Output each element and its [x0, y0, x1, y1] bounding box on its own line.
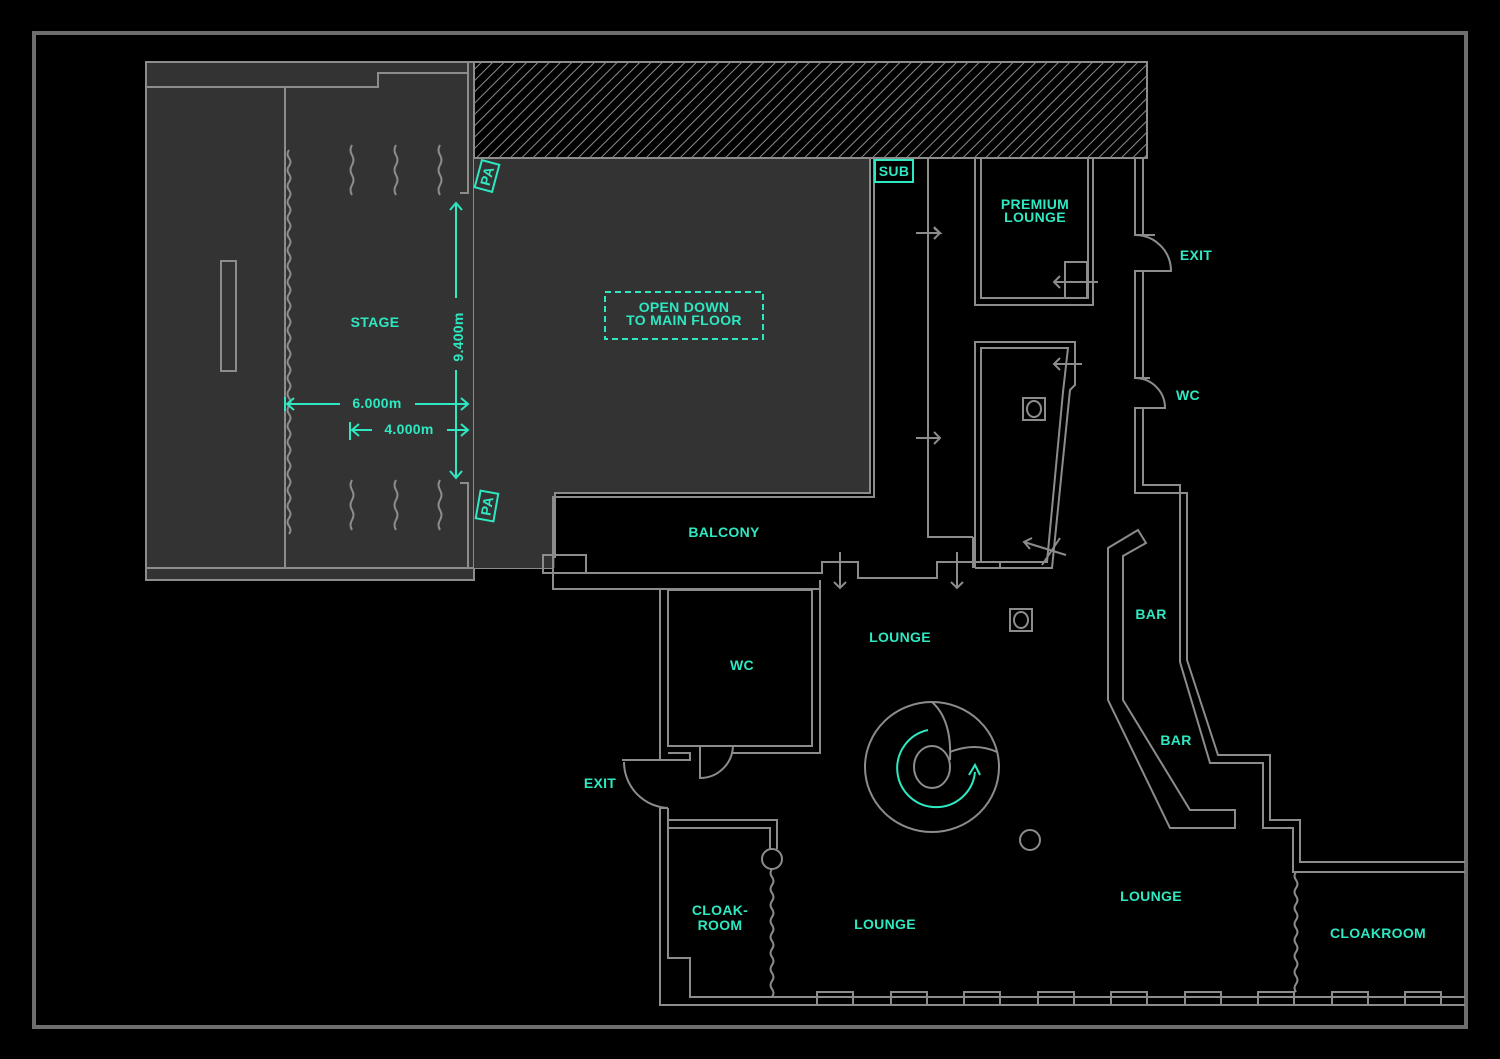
spiral-staircase — [864, 701, 1000, 833]
hatched-void — [473, 61, 1148, 159]
svg-text:PA: PA — [477, 165, 497, 188]
cloakroom-left-line2: ROOM — [698, 917, 743, 933]
lower-walls — [622, 580, 1465, 1006]
balcony-label: BALCONY — [688, 524, 760, 540]
lounge-bottom-right-label: LOUNGE — [1120, 888, 1182, 904]
pa-speaker-bottom: PA — [474, 489, 500, 523]
wc-right-label: WC — [1176, 387, 1200, 403]
cloakroom-right-label: CLOAKROOM — [1330, 925, 1426, 941]
dim-height-label: 9.400m — [450, 312, 466, 361]
stage-area — [145, 61, 553, 581]
svg-text:PA: PA — [477, 495, 496, 517]
premium-lounge-line1: PREMIUM — [1001, 196, 1069, 212]
dim-width-4-label: 4.000m — [384, 421, 433, 437]
dim-width-6-label: 6.000m — [352, 395, 401, 411]
bar-counter — [1107, 528, 1236, 829]
sub-speaker: SUB — [874, 159, 914, 183]
cloakroom-left-line1: CLOAK- — [692, 902, 748, 918]
pa-speaker-top: PA — [473, 158, 501, 194]
lounge-bottom-left-label: LOUNGE — [854, 916, 916, 932]
lounge-top-label: LOUNGE — [869, 629, 931, 645]
wc-left-label: WC — [730, 657, 754, 673]
dimensions — [284, 201, 470, 480]
stage-label: STAGE — [351, 314, 400, 330]
svg-text:SUB: SUB — [879, 163, 909, 179]
open-down-box — [604, 291, 764, 340]
exit-left-label: EXIT — [584, 775, 616, 791]
exit-top-label: EXIT — [1180, 247, 1212, 263]
open-floor-void — [474, 158, 870, 568]
outer-frame — [32, 31, 1468, 1029]
bar-bottom-label: BAR — [1160, 732, 1191, 748]
open-down-line1: OPEN DOWN — [639, 299, 730, 315]
upper-walls — [542, 157, 1465, 873]
bar-top-label: BAR — [1135, 606, 1166, 622]
open-down-line2: TO MAIN FLOOR — [626, 312, 742, 328]
premium-lounge-line2: LOUNGE — [1004, 209, 1066, 225]
